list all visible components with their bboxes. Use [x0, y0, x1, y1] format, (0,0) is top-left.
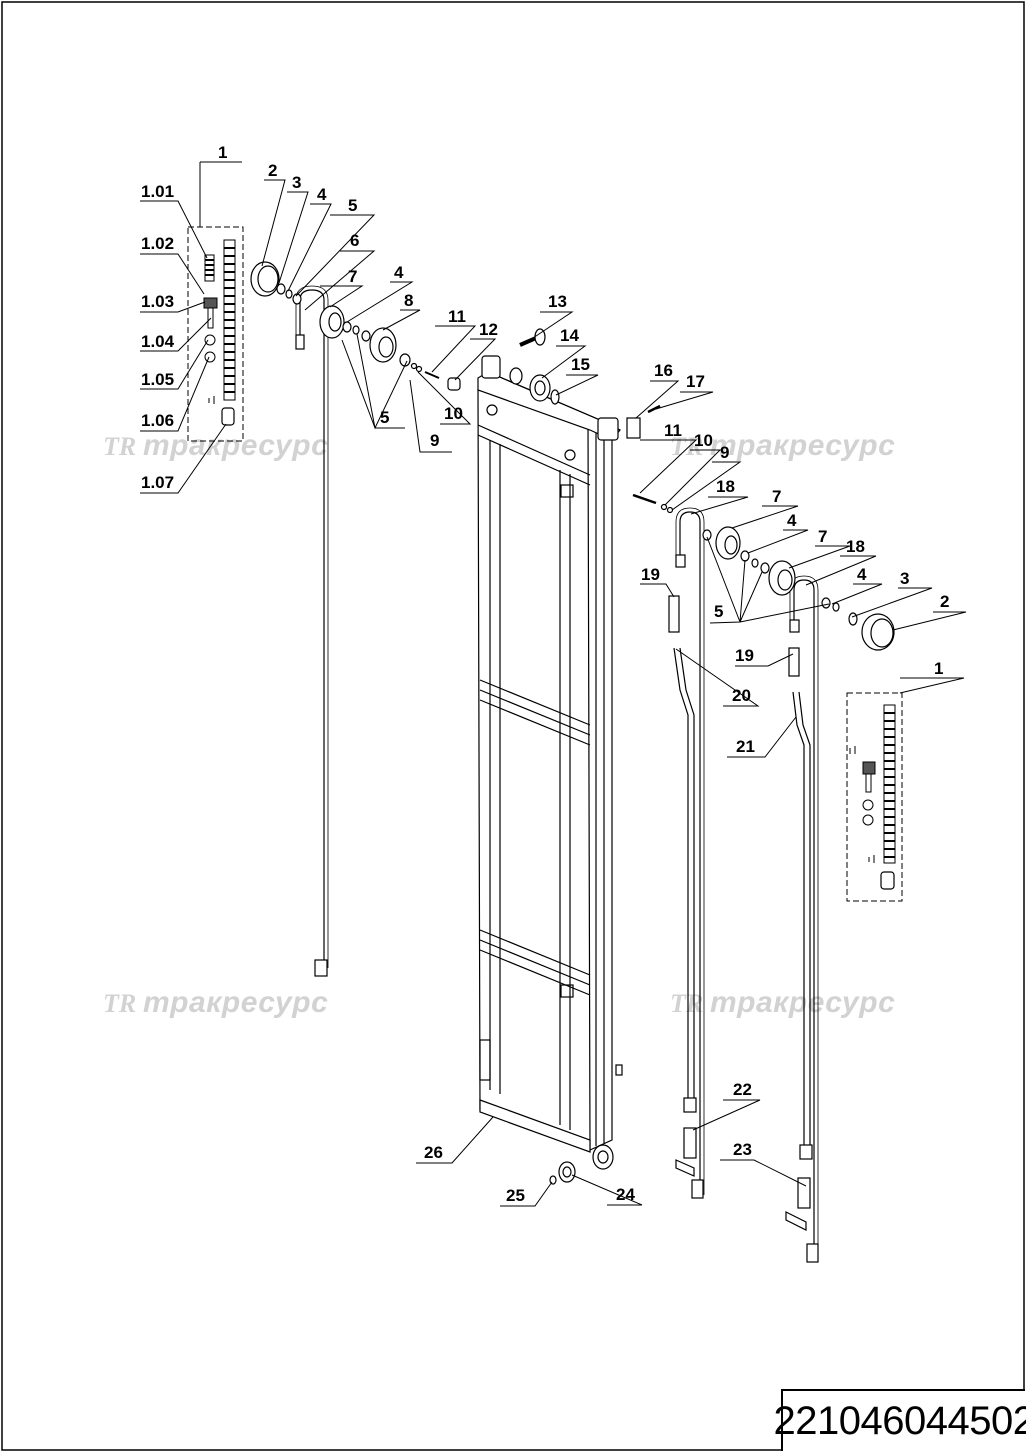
callout-11-left: 11 — [448, 307, 466, 326]
hoses-right — [668, 507, 819, 1263]
callout-1-02: 1.02 — [141, 234, 174, 253]
callout-1-07: 1.07 — [141, 473, 174, 492]
callout-16: 16 — [654, 361, 673, 380]
callout-10-right: 10 — [694, 431, 713, 450]
callout-1-05: 1.05 — [141, 370, 174, 389]
callout-12-left: 12 — [479, 320, 498, 339]
callout-20: 20 — [732, 686, 751, 705]
callout-4-right-b: 4 — [857, 565, 867, 584]
callout-9-left: 9 — [430, 431, 439, 450]
callout-19-right-a: 19 — [641, 565, 660, 584]
callout-4-left-b: 4 — [394, 263, 404, 282]
callout-15: 15 — [571, 355, 590, 374]
fittings-right — [632, 493, 895, 651]
callout-17: 17 — [686, 372, 705, 391]
callout-18-right-a: 18 — [716, 477, 735, 496]
kit-1-left — [187, 226, 244, 442]
callout-3-left: 3 — [292, 173, 301, 192]
callout-22: 22 — [733, 1080, 752, 1099]
callout-8-left: 8 — [404, 291, 413, 310]
leader-lines — [140, 161, 967, 1207]
callout-1-left: 1 — [218, 143, 227, 162]
callout-1-01: 1.01 — [141, 182, 174, 201]
callout-5-right: 5 — [714, 602, 723, 621]
svg-text:TR: TR — [670, 989, 703, 1018]
watermark-bottom-right: TR тракресурс — [670, 986, 895, 1019]
callout-7-right-a: 7 — [772, 487, 781, 506]
svg-text:TR: TR — [670, 432, 703, 461]
callout-2-left: 2 — [268, 161, 277, 180]
callout-13: 13 — [548, 292, 567, 311]
callout-21: 21 — [736, 737, 755, 756]
part-number-box: 221046044502 — [774, 1389, 1026, 1451]
callout-3-right: 3 — [900, 569, 909, 588]
svg-text:тракресурс: тракресурс — [143, 429, 328, 462]
fittings-left — [250, 261, 461, 391]
svg-text:TR: TR — [103, 432, 136, 461]
watermark-top-left: TR тракресурс — [103, 429, 328, 462]
mast-frame — [477, 328, 661, 1185]
watermark-top-right: TR тракресурс — [670, 429, 895, 462]
callout-1-06: 1.06 — [141, 411, 174, 430]
watermark-bottom-left: TR тракресурс — [103, 986, 328, 1019]
callout-10-left: 10 — [444, 404, 463, 423]
callout-4-left-a: 4 — [317, 185, 327, 204]
callout-7-left: 7 — [348, 267, 357, 286]
callout-11-right: 11 — [664, 421, 682, 440]
callout-14: 14 — [560, 326, 579, 345]
callout-25: 25 — [506, 1186, 525, 1205]
callout-6-left: 6 — [350, 231, 359, 250]
callout-2-right: 2 — [940, 592, 949, 611]
svg-text:тракресурс: тракресурс — [710, 429, 895, 462]
callout-7-right-b: 7 — [818, 527, 827, 546]
kit-1-right — [846, 692, 903, 902]
callout-9-right: 9 — [720, 443, 729, 462]
callout-1-04: 1.04 — [141, 332, 175, 351]
callout-5-left-a: 5 — [348, 196, 357, 215]
callout-1-right: 1 — [934, 659, 943, 678]
callout-19-right-b: 19 — [735, 646, 754, 665]
callout-23: 23 — [733, 1140, 752, 1159]
callout-1-03: 1.03 — [141, 292, 174, 311]
callout-24: 24 — [616, 1185, 635, 1204]
callout-labels: 1 1.01 1.02 1.03 1.04 1.05 1.06 1.07 2 3… — [141, 143, 949, 1205]
callout-5-left-b: 5 — [380, 408, 389, 427]
svg-text:тракресурс: тракресурс — [710, 986, 895, 1019]
callout-26: 26 — [424, 1143, 443, 1162]
callout-18-right-b: 18 — [846, 537, 865, 556]
hose-left — [295, 285, 329, 977]
svg-text:тракресурс: тракресурс — [143, 986, 328, 1019]
svg-text:TR: TR — [103, 989, 136, 1018]
callout-4-right-a: 4 — [787, 511, 797, 530]
